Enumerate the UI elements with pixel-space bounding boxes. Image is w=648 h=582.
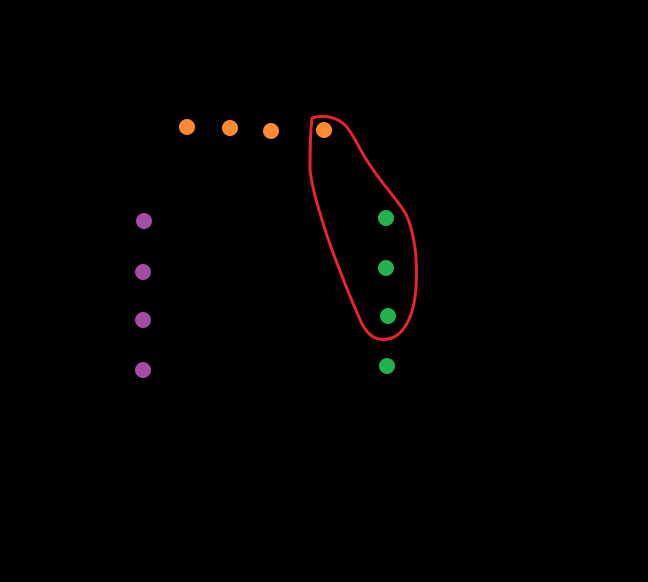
orange-dot-3 bbox=[263, 123, 279, 139]
purple-dot-4 bbox=[135, 362, 151, 378]
orange-dot-2 bbox=[222, 120, 238, 136]
green-dot-1 bbox=[378, 210, 394, 226]
purple-dot-2 bbox=[135, 264, 151, 280]
orange-dot-1 bbox=[179, 119, 195, 135]
purple-dot-3 bbox=[135, 312, 151, 328]
green-dot-4 bbox=[379, 358, 395, 374]
highlight-outline bbox=[308, 114, 418, 341]
purple-dot-1 bbox=[136, 213, 152, 229]
orange-dot-4 bbox=[316, 122, 332, 138]
green-dot-2 bbox=[378, 260, 394, 276]
green-dot-3 bbox=[380, 308, 396, 324]
